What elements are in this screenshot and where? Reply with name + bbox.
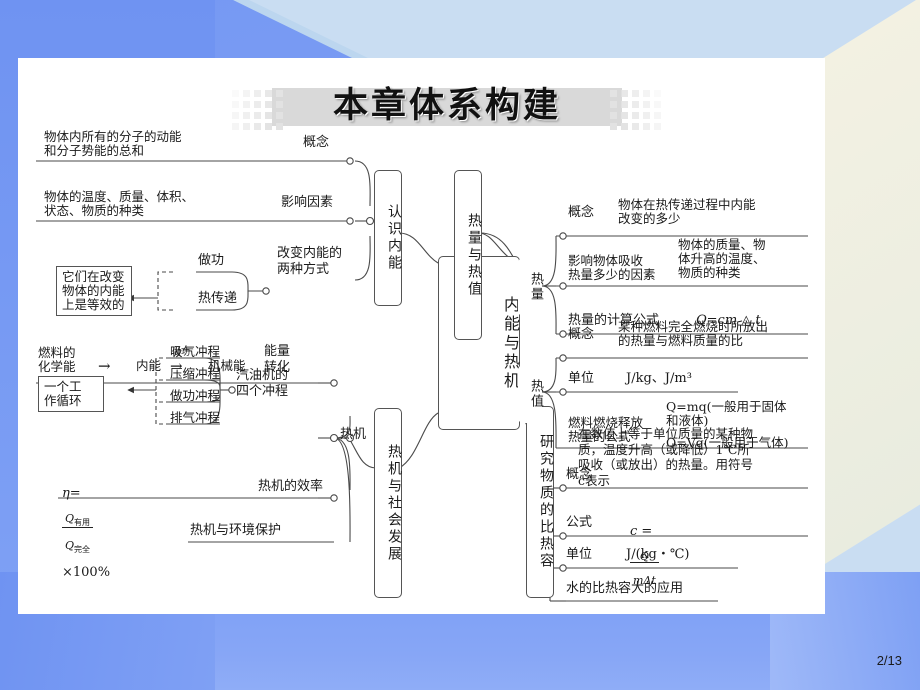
arrow-internal-to-mechanical-icon: → (170, 357, 183, 375)
fraction-denominator: mΔt (633, 573, 656, 587)
eta-equals: η= (62, 485, 81, 501)
label-internal-energy-concept: 概念 (303, 135, 330, 150)
fraction-q-useful-over-q-total: Q有用 Q完全 (62, 501, 94, 566)
leaf-intake-stroke: 吸气冲程 (170, 344, 221, 359)
box-one-working-cycle: 一个工 作循环 (38, 376, 104, 412)
label-heat-concept: 概念 (568, 205, 595, 220)
leaf-heat-absorption-factors-detail: 物体的质量、物 体升高的温度、 物质的种类 (678, 237, 766, 280)
label-gasoline-engine-four-strokes: 汽油机的 四个冲程 (236, 368, 289, 400)
group-heat-value-label: 热值 (518, 365, 543, 423)
label-heat-value-unit: 单位 (568, 371, 595, 386)
node-heat-engine[interactable]: 热机 (340, 427, 367, 442)
formula-Q-mq: Q=mq(一般用于固体 和液体) (666, 399, 787, 428)
leaf-specific-heat-unit-detail: J/(kg・℃) (626, 547, 690, 562)
label-specific-heat-concept: 概念 (566, 467, 593, 482)
label-heat-absorption-factors: 影响物体吸收 热量多少的因素 (568, 253, 656, 282)
mindmap-diagram: 内能与热机 认识内能 热量与热值 热机与社会发展 研究物质的比热容 物体内所有的… (18, 58, 825, 614)
title-band (272, 88, 622, 126)
dot-grid-right-icon (610, 82, 662, 130)
leaf-power-stroke: 做功冲程 (170, 388, 221, 403)
group-heat-label: 热量 (518, 258, 543, 316)
leaf-fuel-chemical-energy: 燃料的 化学能 (38, 345, 76, 374)
efficiency-tail: ×100% (62, 564, 111, 580)
branch-specific-heat-capacity[interactable]: 研究物质的比热容 (526, 406, 554, 598)
efficiency-numerator: Q有用 (62, 512, 94, 529)
branch-engine-social-development[interactable]: 热机与社会发展 (374, 408, 402, 598)
label-fuel-combustion-formula: 燃料燃烧释放 热量的公式 (568, 415, 644, 444)
formula-engine-efficiency: η= Q有用 Q完全 ×100% (62, 472, 272, 580)
title-banner: 本章体系构建 (232, 82, 662, 130)
arrow-chem-to-internal-icon: → (98, 357, 111, 375)
branch-heat-and-heat-value[interactable]: 热量与热值 (454, 170, 482, 340)
formula-heat-Q-cm-delta-t: Q=cm △ t (696, 313, 761, 328)
label-specific-heat-unit: 单位 (566, 547, 593, 562)
label-do-work-on-arrow: 做功 (172, 348, 191, 358)
efficiency-denominator: Q完全 (65, 538, 91, 554)
label-internal-energy-factors: 影响因素 (281, 195, 334, 210)
label-heat-formula: 热量的计算公式 (568, 313, 660, 328)
page-title: 本章体系构建 (332, 86, 561, 126)
dot-grid-left-icon (232, 82, 284, 130)
formula-c-equals: c = (630, 523, 653, 539)
box-equivalent-effect: 它们在改变 物体的内能 上是等效的 (56, 266, 132, 316)
leaf-heat-value-concept-detail: 某种燃料完全燃烧时所放出 的热量与燃料质量的比 (618, 319, 769, 348)
label-do-work: 做功 (198, 253, 225, 268)
label-energy-conversion: 能量 转化 (264, 344, 291, 375)
page-number: 2/13 (876, 653, 902, 668)
leaf-water-specific-heat-application: 水的比热容大的应用 (566, 581, 684, 596)
label-heat-transfer: 热传递 (198, 291, 238, 306)
leaf-engine-environment-protection: 热机与环境保护 (190, 523, 282, 538)
leaf-internal-energy-factors-detail: 物体的温度、质量、体积、 状态、物质的种类 (44, 189, 195, 218)
leaf-heat-concept-detail: 物体在热传递过程中内能 改变的多少 (618, 197, 756, 226)
label-two-ways-change-internal-energy: 改变内能的 两种方式 (277, 246, 343, 277)
leaf-heat-value-unit-detail: J/kg、J/m³ (626, 371, 692, 386)
label-heat-value-concept: 概念 (568, 327, 595, 342)
leaf-internal-energy-concept-detail: 物体内所有的分子的动能 和分子势能的总和 (44, 129, 182, 158)
fraction-Q-over-m-delta-t: Q mΔt (630, 539, 659, 598)
leaf-specific-heat-concept-detail: 在数值上等于单位质量的某种物 质，温度升高（或降低）1℃所 吸收（或放出）的热量… (578, 426, 754, 488)
leaf-exhaust-stroke: 排气冲程 (170, 410, 221, 425)
label-engine-efficiency: 热机的效率 (258, 479, 324, 494)
leaf-compression-stroke: 压缩冲程 (170, 366, 221, 381)
leaf-internal-energy: 内能 (136, 358, 162, 373)
formula-specific-heat: c = Q mΔt (630, 510, 760, 598)
label-specific-heat-formula: 公式 (566, 515, 593, 530)
branch-recognize-internal-energy[interactable]: 认识内能 (374, 170, 402, 306)
formula-Q-Vq: Q=Vq(一般用于气体) (666, 435, 789, 450)
slide-content-panel (18, 58, 825, 614)
leaf-mechanical-energy: 机械能 (208, 358, 246, 373)
